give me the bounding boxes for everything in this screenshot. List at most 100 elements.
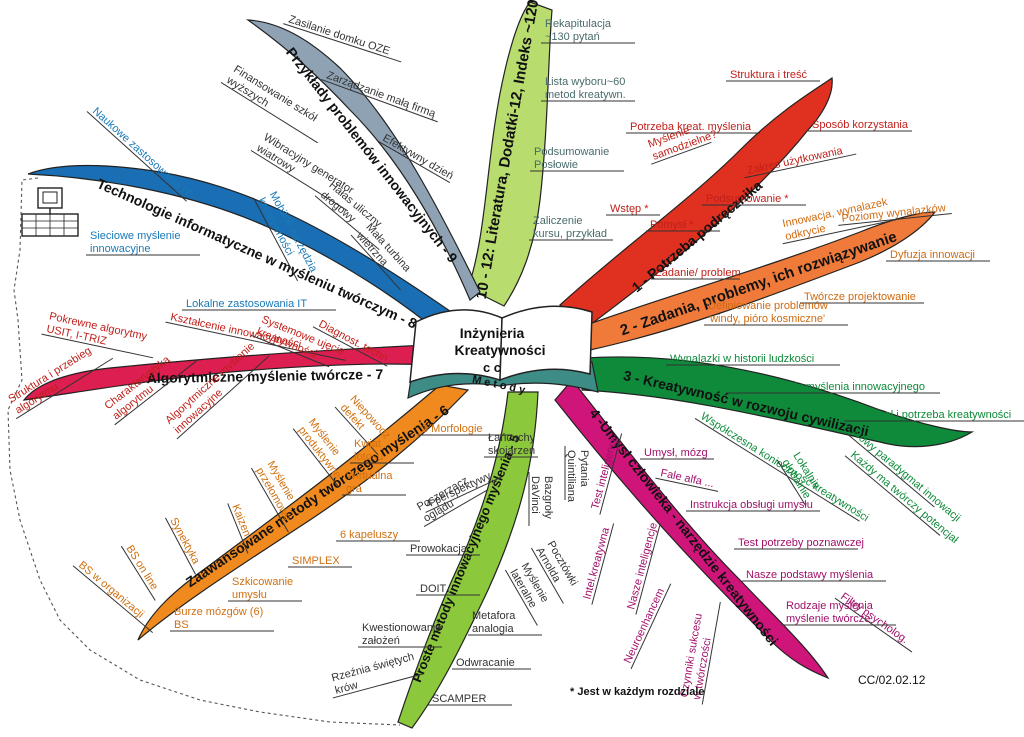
leaf-label: ~130 pytań: [545, 31, 600, 43]
leaf-label: gra: [346, 483, 363, 495]
leaf-underline: [314, 195, 380, 251]
leaf-label: DOIT: [420, 583, 447, 595]
leaf-b5-9: Prowokacja: [406, 543, 480, 556]
leaf-underline: [655, 477, 719, 492]
leaf-label: Wstęp *: [610, 203, 649, 215]
leaf-b4-8: Intel.kreatywna: [581, 523, 615, 605]
leaf-underline: [165, 321, 346, 361]
leaf-b4-1: Fale alfa ...: [655, 467, 719, 492]
leaf-label: Struktura i treść: [730, 69, 808, 81]
branch-ribbon: [397, 391, 539, 729]
branch-ribbon: [559, 76, 833, 326]
leaf-underline: [165, 517, 196, 575]
leaf-label: Burze mózgów (6): [174, 606, 263, 618]
leaf-underline: [591, 523, 615, 605]
branch-ribbon: [137, 384, 470, 641]
leaf-label: lotosu: [354, 451, 383, 463]
center-book: Inżynieria Kreatywności c c M e t o d y: [407, 305, 599, 400]
leaf-underline: [701, 601, 721, 705]
leaf-underline: [250, 467, 289, 533]
leaf-label: założeń: [362, 635, 400, 647]
leaf-label: Podsumowanie *: [706, 193, 789, 205]
leaf-b1-5: Wstęp *: [606, 203, 660, 216]
leaf-label: Wirtualna: [346, 470, 393, 482]
branch-ribbon: [554, 379, 830, 680]
branch-b3: 3 - Kreatywność w rozwoju cywilizacji: [581, 356, 975, 448]
leaf-underline: [376, 140, 451, 184]
branch-ribbon: [27, 164, 461, 336]
leaf-label: myślenie twórcze: [786, 613, 870, 625]
branch-ribbon: [22, 344, 431, 401]
leaf-label: Szkicowanie: [232, 576, 293, 588]
leaf-label: Wielkie umysły myślenia innowacyjnego: [730, 381, 925, 393]
leaf-label: 6 kapeluszy: [340, 529, 399, 541]
leaf-b1-6: Podsumowanie *: [702, 193, 806, 206]
leaf-underline: [41, 333, 154, 359]
leaf-label: BS on line: [123, 543, 160, 592]
leaf-b2-2: Dyfuzja innowacji: [886, 249, 990, 262]
leaf-label: umysłu: [232, 589, 267, 601]
leaf-label: Twórcze projektowanie: [804, 291, 916, 303]
leaf-b1-2: Potrzeba kreat. myślenia: [626, 121, 760, 134]
leaf-b5-5: Odwracanie: [452, 657, 531, 670]
leaf-underline: [283, 23, 402, 63]
leaf-label: Umysł, mózg: [644, 447, 708, 459]
leaf-label: skojarzeń: [488, 445, 535, 457]
leaf-underline: [120, 545, 156, 601]
leaf-label: Kwiat: [354, 438, 381, 450]
center-title-line-2: Kreatywności: [454, 342, 545, 358]
leaf-label: SCAMPER: [432, 693, 486, 705]
leaf-label: Rekapitulacja: [545, 18, 612, 30]
leaf-label: Fale alfa ...: [659, 467, 715, 490]
branch-b7: Algorytmiczne myślenie twórcze - 7: [22, 344, 431, 401]
leaf-label: Test potrzeby poznawczej: [738, 537, 864, 549]
leaf-label: kursu, przykład: [533, 228, 607, 240]
leaf-label: Każdy ma twórczy potencjał: [848, 449, 961, 546]
leaf-label: Lista wyboru~60: [545, 76, 625, 88]
leaf-b4-0: Umysł, mózg: [640, 447, 714, 460]
leaf-label: Kwestionowanie: [362, 622, 442, 634]
leaf-underline: [694, 418, 860, 522]
leaf-underline: [312, 326, 388, 367]
leaf-label: Posłowie: [534, 159, 578, 171]
leaf-label: krów: [334, 679, 360, 697]
leaf-underline: [334, 406, 379, 455]
leaf-label: Synektyka: [167, 516, 202, 567]
leaf-b4-2: Instrukcja obsługi umysłu: [686, 499, 820, 512]
leaf-label: Sposób korzystania: [812, 119, 909, 131]
leaf-label: innowacyjne: [90, 243, 151, 255]
leaf-underline: [253, 197, 299, 282]
leaf-b6-12: Burze mózgów (6)BS: [170, 606, 274, 632]
leaf-underline: [635, 523, 661, 615]
leaf-label: Metafora: [472, 610, 516, 622]
branch-ribbon: [581, 356, 975, 448]
leaf-b1-1: Sposób korzystania: [808, 119, 912, 132]
leaf-underline: [72, 565, 153, 633]
leaf-underline: [292, 428, 340, 488]
leaf-underline: [844, 455, 941, 536]
leaf-underline: [350, 234, 401, 291]
leaf-label: Lokalne zastosowania IT: [186, 298, 307, 310]
leaf-underline: [530, 547, 564, 604]
leaf-b2-3: Zadanie/ problem: [651, 267, 741, 280]
leaf-underline: [744, 153, 857, 179]
leaf-label: Wynalazki w historii ludzkości: [670, 353, 814, 365]
leaf-label: Pomysł *: [650, 219, 694, 231]
computer-icon: [21, 187, 79, 237]
leaf-underline: [782, 217, 905, 245]
leaf-b6-13: 3 Morfologie: [418, 423, 512, 436]
leaf-b6-5: 6 kapeluszy: [336, 529, 420, 542]
leaf-label: Intel.kreatywna: [581, 525, 612, 600]
leaf-label: analogia: [472, 623, 514, 635]
leaf-underline: [114, 360, 197, 426]
leaf-label: SIMPLEX: [292, 555, 340, 567]
